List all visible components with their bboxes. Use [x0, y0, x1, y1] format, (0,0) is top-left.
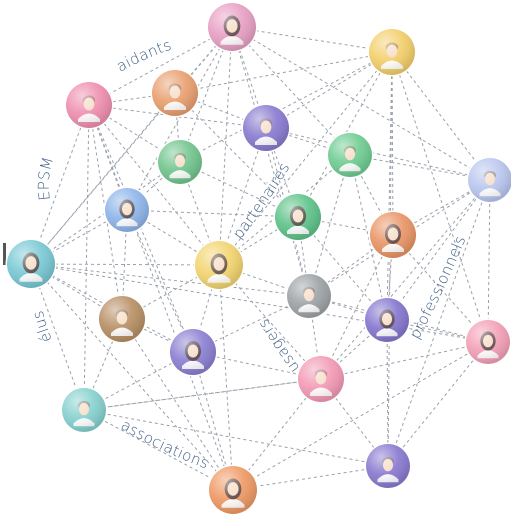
connection-line: [83, 409, 234, 491]
connection-line: [391, 51, 491, 181]
connection-line: [174, 51, 393, 94]
connection-line: [83, 318, 123, 411]
person-node: [326, 131, 374, 179]
connection-line: [126, 209, 299, 218]
person-node: [364, 442, 412, 490]
person-nodes: [5, 1, 511, 516]
connection-line: [174, 92, 267, 129]
person-node: [97, 294, 147, 344]
connection-line: [88, 104, 220, 266]
connection-line: [386, 179, 491, 321]
connection-line: [297, 216, 388, 321]
connection-line: [30, 263, 220, 266]
person-node: [207, 464, 259, 516]
person-node: [464, 318, 511, 366]
connection-line: [179, 51, 393, 163]
connection-line: [30, 263, 234, 491]
person-node: [60, 386, 108, 434]
label-usagers: usagers: [254, 316, 303, 377]
person-node: [363, 296, 411, 344]
person-node: [285, 272, 333, 320]
connection-line: [126, 209, 194, 353]
person-node: [103, 186, 151, 234]
connection-line: [231, 26, 491, 181]
person-node: [168, 327, 218, 377]
connection-line: [308, 154, 351, 297]
connection-line: [30, 104, 90, 265]
connection-line: [320, 234, 394, 380]
connection-line: [265, 127, 491, 181]
connection-line: [126, 26, 233, 211]
connection-line: [121, 318, 234, 491]
connection-line: [231, 26, 351, 156]
person-node: [156, 138, 204, 186]
person-node: [241, 103, 291, 153]
connection-line: [320, 179, 491, 380]
connection-line: [88, 104, 234, 491]
connection-line: [297, 51, 393, 218]
connection-line: [30, 263, 85, 411]
connection-line: [83, 378, 322, 411]
person-node: [368, 210, 418, 260]
connection-line: [231, 26, 310, 297]
connection-line: [231, 26, 393, 53]
connection-line: [391, 51, 394, 236]
connection-line: [349, 154, 388, 321]
connection-line: [83, 104, 90, 411]
connection-line: [320, 341, 489, 380]
connection-line: [265, 51, 393, 129]
person-node: [64, 80, 114, 130]
connection-line: [391, 51, 489, 343]
connection-line: [387, 341, 489, 467]
person-node: [206, 1, 258, 53]
connection-line: [174, 92, 299, 218]
person-node: [296, 354, 346, 404]
person-node: [5, 238, 57, 290]
connection-line: [30, 263, 489, 343]
connection-line: [30, 26, 233, 265]
connection-line: [232, 341, 489, 491]
label-associations: associations: [118, 416, 212, 473]
connection-line: [83, 378, 322, 411]
person-node: [367, 27, 417, 77]
connection-line: [30, 263, 310, 297]
connection-line: [218, 26, 233, 266]
person-node: [273, 192, 323, 242]
edge-marker: [3, 243, 6, 265]
person-node: [150, 68, 200, 118]
connection-line: [386, 319, 389, 467]
person-node: [193, 239, 245, 291]
connection-line: [487, 179, 491, 343]
label-elus: élus: [29, 309, 56, 345]
connection-line: [218, 51, 393, 266]
label-professionnels: professionnels: [406, 233, 470, 342]
person-node: [466, 156, 511, 204]
connection-line: [218, 264, 234, 491]
connection-line: [30, 92, 176, 265]
label-aidants: aidants: [113, 36, 173, 76]
label-epsm: EPSM: [35, 155, 57, 202]
connection-line: [232, 465, 389, 491]
connection-line: [387, 179, 491, 467]
connection-lines: [30, 26, 491, 491]
